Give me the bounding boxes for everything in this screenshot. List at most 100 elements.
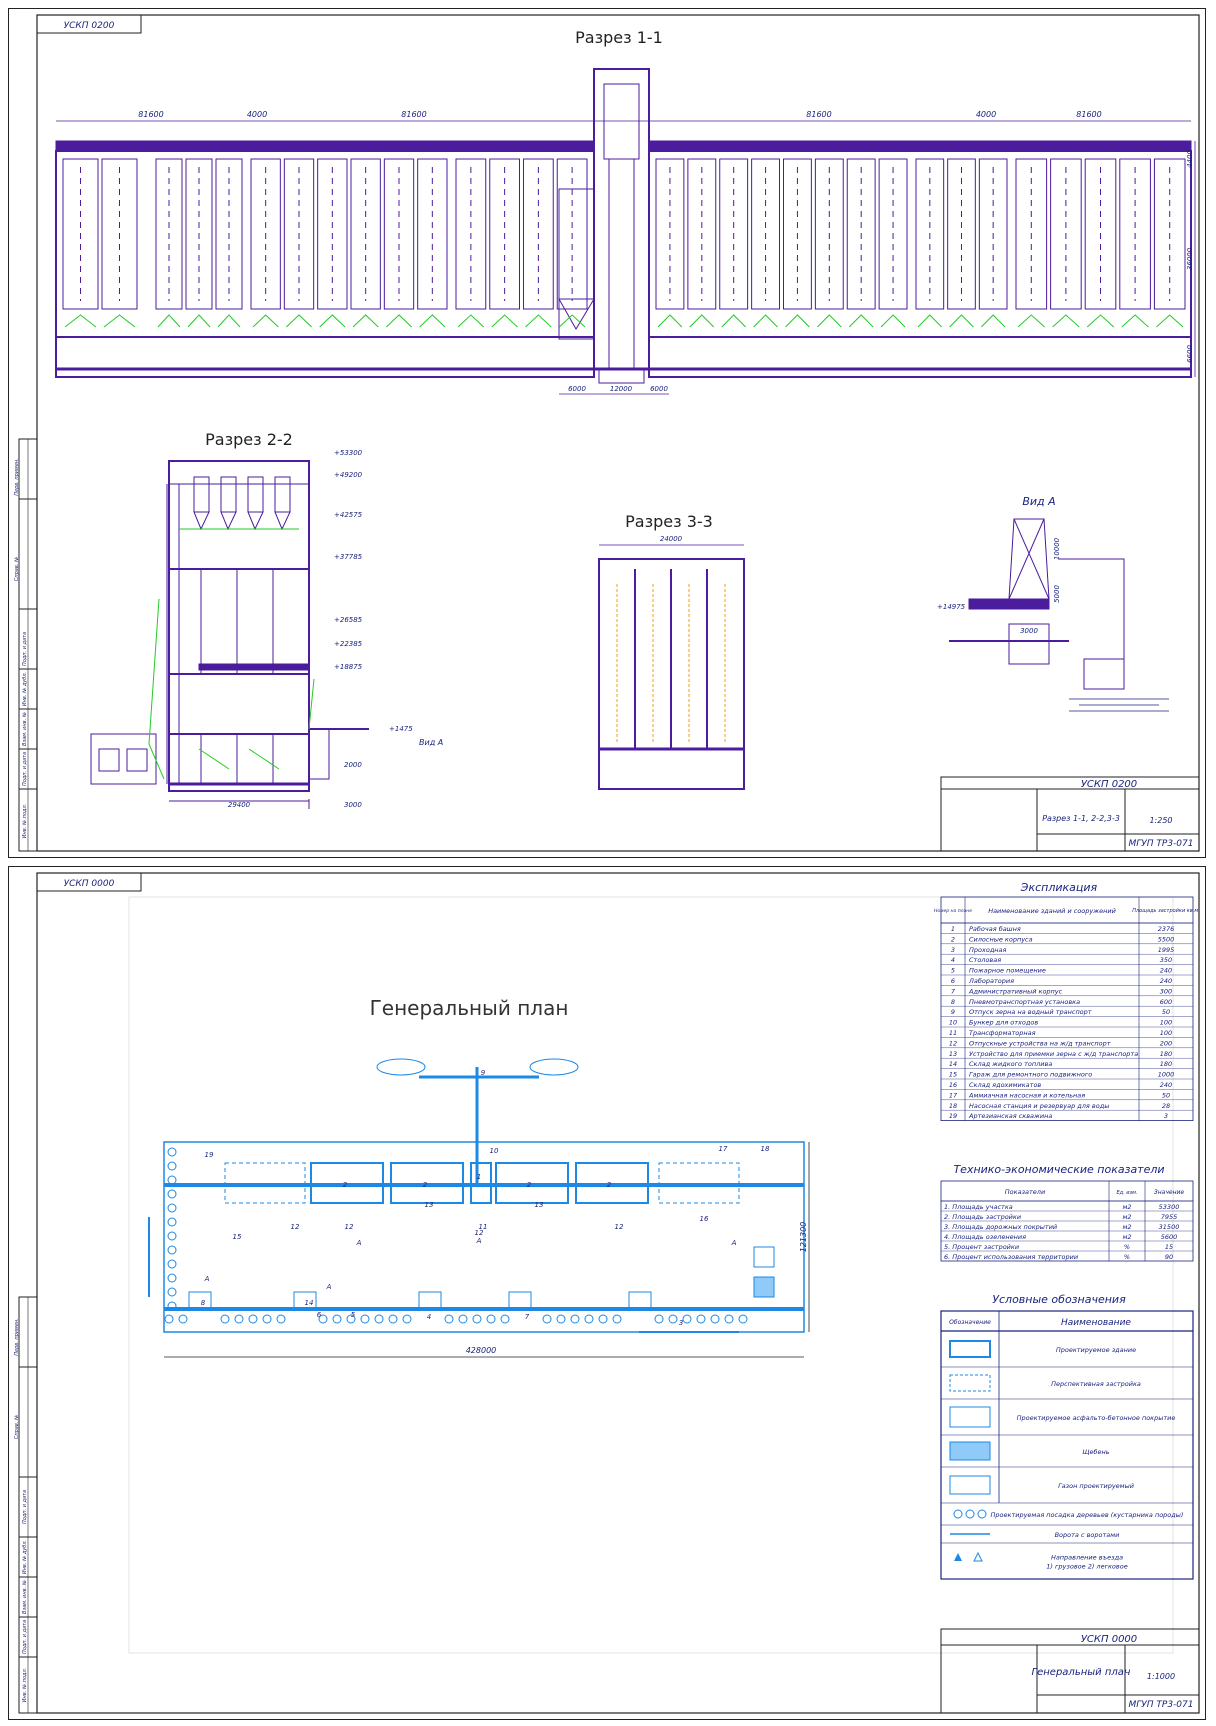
- plan-mark: 9: [481, 1069, 486, 1077]
- tree-mark: [612, 1314, 622, 1324]
- table-cell: %: [1124, 1243, 1130, 1251]
- tree-mark: [167, 1161, 177, 1171]
- tree-mark: [262, 1314, 272, 1324]
- table-cell: 5500: [1158, 935, 1175, 943]
- table-cell: 16: [949, 1081, 957, 1089]
- side-label: Взам. инв. №: [22, 712, 28, 746]
- table-cell: Бункер для отходов: [969, 1019, 1038, 1027]
- green-conveyor: [817, 314, 842, 328]
- level-mark: +42575: [334, 511, 363, 519]
- silo-bin: [719, 158, 749, 310]
- silo-bin: [915, 158, 945, 310]
- tree-mark: [234, 1314, 244, 1324]
- tree-mark: [598, 1314, 608, 1324]
- level-mark: +53300: [334, 449, 363, 457]
- stamp-title: Разрез 1-1, 2-2,3-3: [1042, 814, 1120, 823]
- side-label: Инв. № дубл.: [22, 672, 28, 706]
- level-mark: +37785: [334, 553, 363, 561]
- level-mark: +26585: [334, 616, 363, 624]
- legend-symbol-future: [949, 1374, 991, 1392]
- silo-bin: [155, 158, 183, 310]
- corner-code: УСКП 0000: [64, 879, 115, 889]
- silo-bin: [947, 158, 976, 310]
- legend-symbol-gravel: [949, 1441, 991, 1461]
- table-cell: 15: [949, 1071, 957, 1079]
- green-conveyor: [558, 314, 586, 328]
- tree-mark: [458, 1314, 468, 1324]
- side-label: Подп. и дата: [22, 752, 28, 786]
- dim-label: 3000: [1020, 627, 1038, 635]
- tree-mark: [318, 1314, 328, 1324]
- section-2-2-title: Разрез 2-2: [205, 430, 293, 449]
- green-conveyor: [785, 314, 810, 328]
- table-cell: 9: [951, 1008, 955, 1016]
- dim-label: 10000: [1053, 537, 1061, 560]
- green-conveyor: [285, 314, 313, 328]
- master-plan: [148, 1058, 810, 1358]
- legend-label: Ворота с воротами: [1055, 1531, 1120, 1539]
- green-conveyor: [848, 314, 874, 328]
- legend-symbol-tree: [977, 1509, 987, 1519]
- plan-mark: 12: [475, 1229, 484, 1237]
- side-label: Подп. и дата: [22, 632, 28, 666]
- sections-drawing: УСКП 0200 Перв. примен. Справ. № Подп. и…: [14, 14, 1200, 852]
- plan-mark: A: [731, 1239, 737, 1247]
- table-cell: 50: [1162, 1008, 1170, 1016]
- table-cell: %: [1124, 1253, 1130, 1261]
- silo-bin: [1153, 158, 1186, 310]
- table-cell: 3. Площадь дорожных покрытий: [944, 1223, 1057, 1231]
- tree-mark: [374, 1314, 384, 1324]
- dim-label: 6000: [568, 385, 586, 393]
- table-cell: 10: [949, 1019, 957, 1027]
- silo-bin: [383, 158, 415, 310]
- green-conveyor: [1052, 314, 1080, 328]
- level-marks-2-2: +53300 +49200 +42575 +37785 +26585 +2238…: [228, 449, 443, 809]
- tree-mark: [696, 1314, 706, 1324]
- plan-mark: 4: [427, 1313, 431, 1321]
- plan-mark: 10: [490, 1147, 499, 1155]
- tree-mark: [332, 1314, 342, 1324]
- plan-mark: 12: [615, 1223, 624, 1231]
- table-cell: 100: [1160, 1029, 1172, 1037]
- table-cell: 350: [1160, 956, 1172, 964]
- section-3-3: [598, 558, 745, 790]
- plan-mark: A: [476, 1237, 482, 1245]
- table-cell: 14: [949, 1060, 957, 1068]
- level-mark: +14975: [937, 603, 966, 611]
- tree-mark: [167, 1273, 177, 1283]
- table-cell: 53300: [1159, 1203, 1180, 1211]
- section-1-1: [55, 68, 1192, 384]
- table-cell: 4. Площадь озеленения: [944, 1233, 1026, 1241]
- tree-mark: [167, 1189, 177, 1199]
- silo-bin: [1084, 158, 1117, 310]
- stamp-scale: 1:250: [1149, 816, 1172, 825]
- plan-mark: 3: [679, 1319, 683, 1327]
- drawing-area: [128, 896, 1174, 1654]
- side-label: Справ. №: [14, 557, 20, 581]
- plan-mark: 2: [527, 1181, 532, 1189]
- dim-label: 4400: [1186, 150, 1194, 168]
- green-conveyor: [980, 314, 1006, 328]
- dim-label: 24000: [660, 535, 683, 543]
- silo-bin: [489, 158, 520, 310]
- plan-mark: 8: [201, 1299, 206, 1307]
- tech-title: Технико-экономические показатели: [953, 1163, 1164, 1176]
- green-conveyor: [1017, 314, 1045, 328]
- table-cell: Рабочая башня: [969, 925, 1021, 933]
- legend-label: Проектируемая посадка деревьев (кустарни…: [991, 1511, 1184, 1519]
- drawing-sheet-sections: УСКП 0200 Перв. примен. Справ. № Подп. и…: [8, 8, 1206, 858]
- table-cell: 1000: [1158, 1071, 1175, 1079]
- legend-symbol-entry-cargo: [954, 1553, 962, 1561]
- table-header: Показатели: [1005, 1188, 1045, 1196]
- table-cell: Насосная станция и резервуар для воды: [969, 1102, 1109, 1110]
- silo-bin: [215, 158, 243, 310]
- table-cell: 1. Площадь участка: [944, 1203, 1013, 1211]
- table-cell: Отпускные устройства на ж/д транспорт: [969, 1039, 1111, 1047]
- green-conveyor: [721, 314, 746, 328]
- level-mark: +1475: [389, 725, 413, 733]
- silo-bin: [655, 158, 685, 310]
- tree-mark: [167, 1231, 177, 1241]
- table-cell: Административный корпус: [968, 987, 1063, 995]
- green-conveyor: [880, 314, 906, 328]
- tree-mark: [164, 1314, 174, 1324]
